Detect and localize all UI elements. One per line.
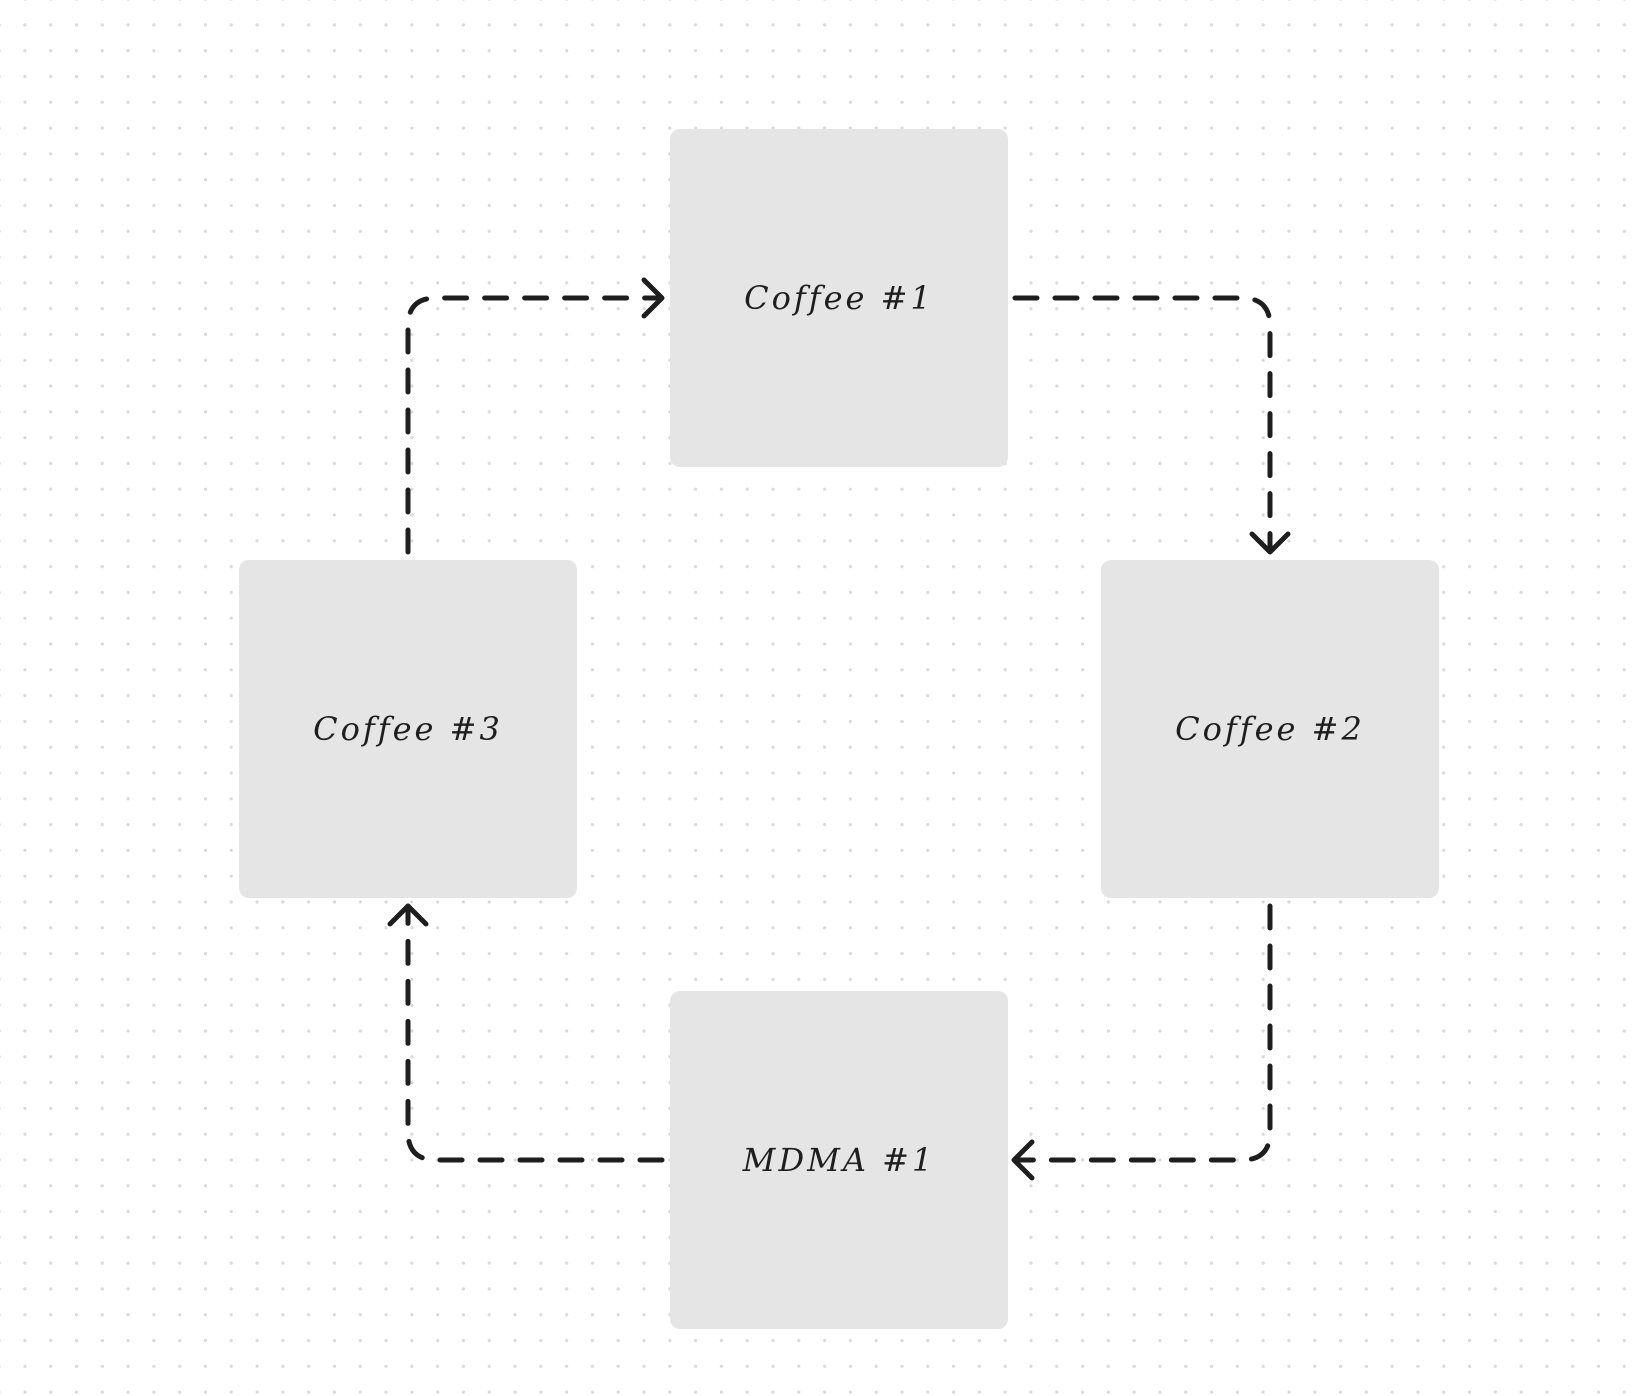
- node-coffee-2[interactable]: Coffee #2: [1101, 560, 1439, 898]
- node-mdma-1[interactable]: MDMA #1: [670, 991, 1008, 1329]
- edge-coffee1-to-coffee2[interactable]: [1012, 295, 1291, 555]
- arrowhead-left: [1011, 1139, 1035, 1181]
- node-label: Coffee #1: [744, 279, 934, 317]
- edge-mdma1-to-coffee3[interactable]: [387, 903, 665, 1163]
- node-label: Coffee #3: [313, 710, 503, 748]
- edge-line: [1015, 903, 1273, 1163]
- edge-line: [1012, 295, 1273, 551]
- node-label: Coffee #2: [1175, 710, 1365, 748]
- arrowhead-right: [641, 277, 665, 319]
- node-coffee-3[interactable]: Coffee #3: [239, 560, 577, 898]
- edge-line: [405, 295, 661, 555]
- edge-line: [405, 907, 665, 1163]
- edge-coffee2-to-mdma1[interactable]: [1011, 903, 1273, 1181]
- node-coffee-1[interactable]: Coffee #1: [670, 129, 1008, 467]
- arrowhead-down: [1249, 531, 1291, 555]
- node-label: MDMA #1: [742, 1141, 936, 1179]
- edge-coffee3-to-coffee1[interactable]: [405, 277, 665, 555]
- arrowhead-up: [387, 903, 429, 927]
